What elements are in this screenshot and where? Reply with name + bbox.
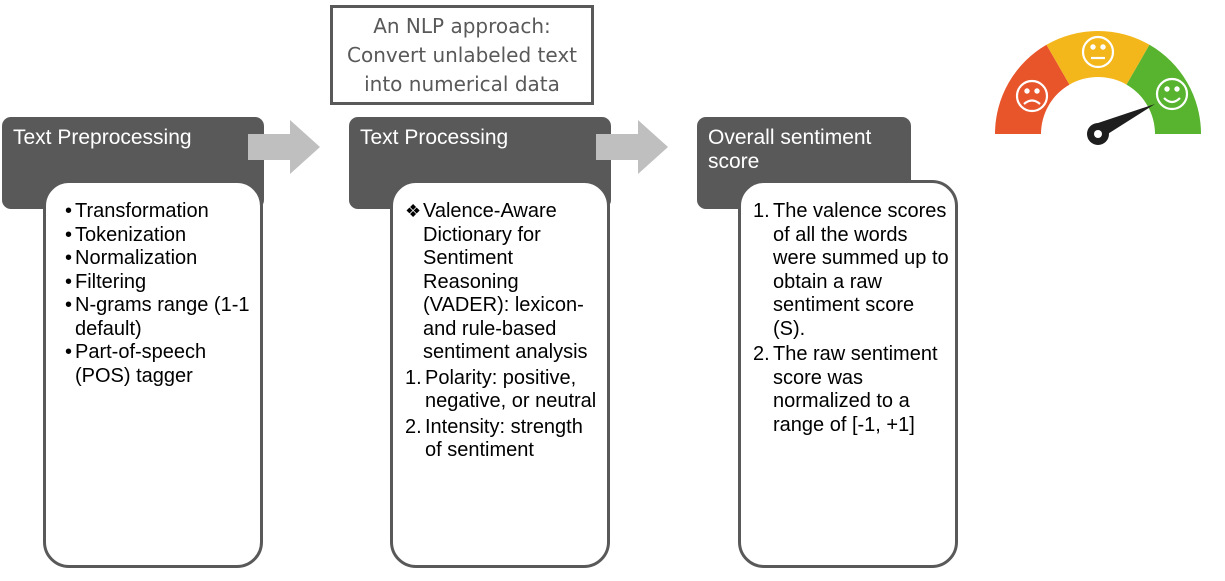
gauge-negative-segment [995, 44, 1070, 134]
flow-arrow-icon [596, 120, 668, 174]
list-item: 1.Polarity: positive, negative, or neutr… [405, 366, 597, 413]
callout-line: An NLP approach: [373, 13, 551, 38]
list-item: •Filtering [65, 270, 147, 293]
neutral-face-icon [1081, 35, 1115, 69]
list-item: •N-grams range (1-1 default) [65, 294, 250, 340]
vader-description: ❖ Valence-Aware Dictionary for Sentiment… [405, 200, 588, 363]
step-title: Text Processing [360, 126, 509, 149]
happy-face-icon [1155, 77, 1189, 111]
flow-arrow-icon [248, 120, 320, 174]
step-title: Overall sentiment score [708, 126, 872, 173]
step-preprocessing-body: •Transformation •Tokenization •Normaliza… [43, 180, 263, 568]
step-overall-score-body: 1.The valence scores of all the words we… [738, 180, 958, 568]
sad-face-icon [1015, 79, 1049, 113]
list-item: •Transformation [65, 200, 209, 222]
step-title: Text Preprocessing [13, 126, 192, 149]
nlp-approach-callout: An NLP approach: Convert unlabeled text … [330, 5, 594, 105]
processing-list: 1.Polarity: positive, negative, or neutr… [405, 367, 601, 463]
list-item: •Tokenization [65, 223, 187, 246]
list-item: 1.The valence scores of all the words we… [753, 200, 949, 340]
list-item: 2.Intensity: strength of sentiment [405, 415, 583, 462]
step-processing-body: ❖ Valence-Aware Dictionary for Sentiment… [390, 180, 610, 568]
callout-line: into numerical data [364, 71, 560, 96]
gauge-positive-segment [1126, 44, 1201, 134]
gauge-needle-icon [1087, 104, 1155, 145]
sentiment-gauge-icon [995, 31, 1201, 145]
list-item: 2.The raw sentiment score was normalized… [753, 343, 938, 436]
list-item: •Normalization [65, 247, 198, 269]
list-item: •Part-of-speech (POS) tagger [65, 341, 207, 387]
overall-score-list: 1.The valence scores of all the words we… [753, 200, 949, 437]
preprocessing-list: •Transformation •Tokenization •Normaliza… [65, 200, 252, 388]
callout-line: Convert unlabeled text [347, 42, 577, 67]
diamond-bullet-icon: ❖ [405, 201, 422, 221]
